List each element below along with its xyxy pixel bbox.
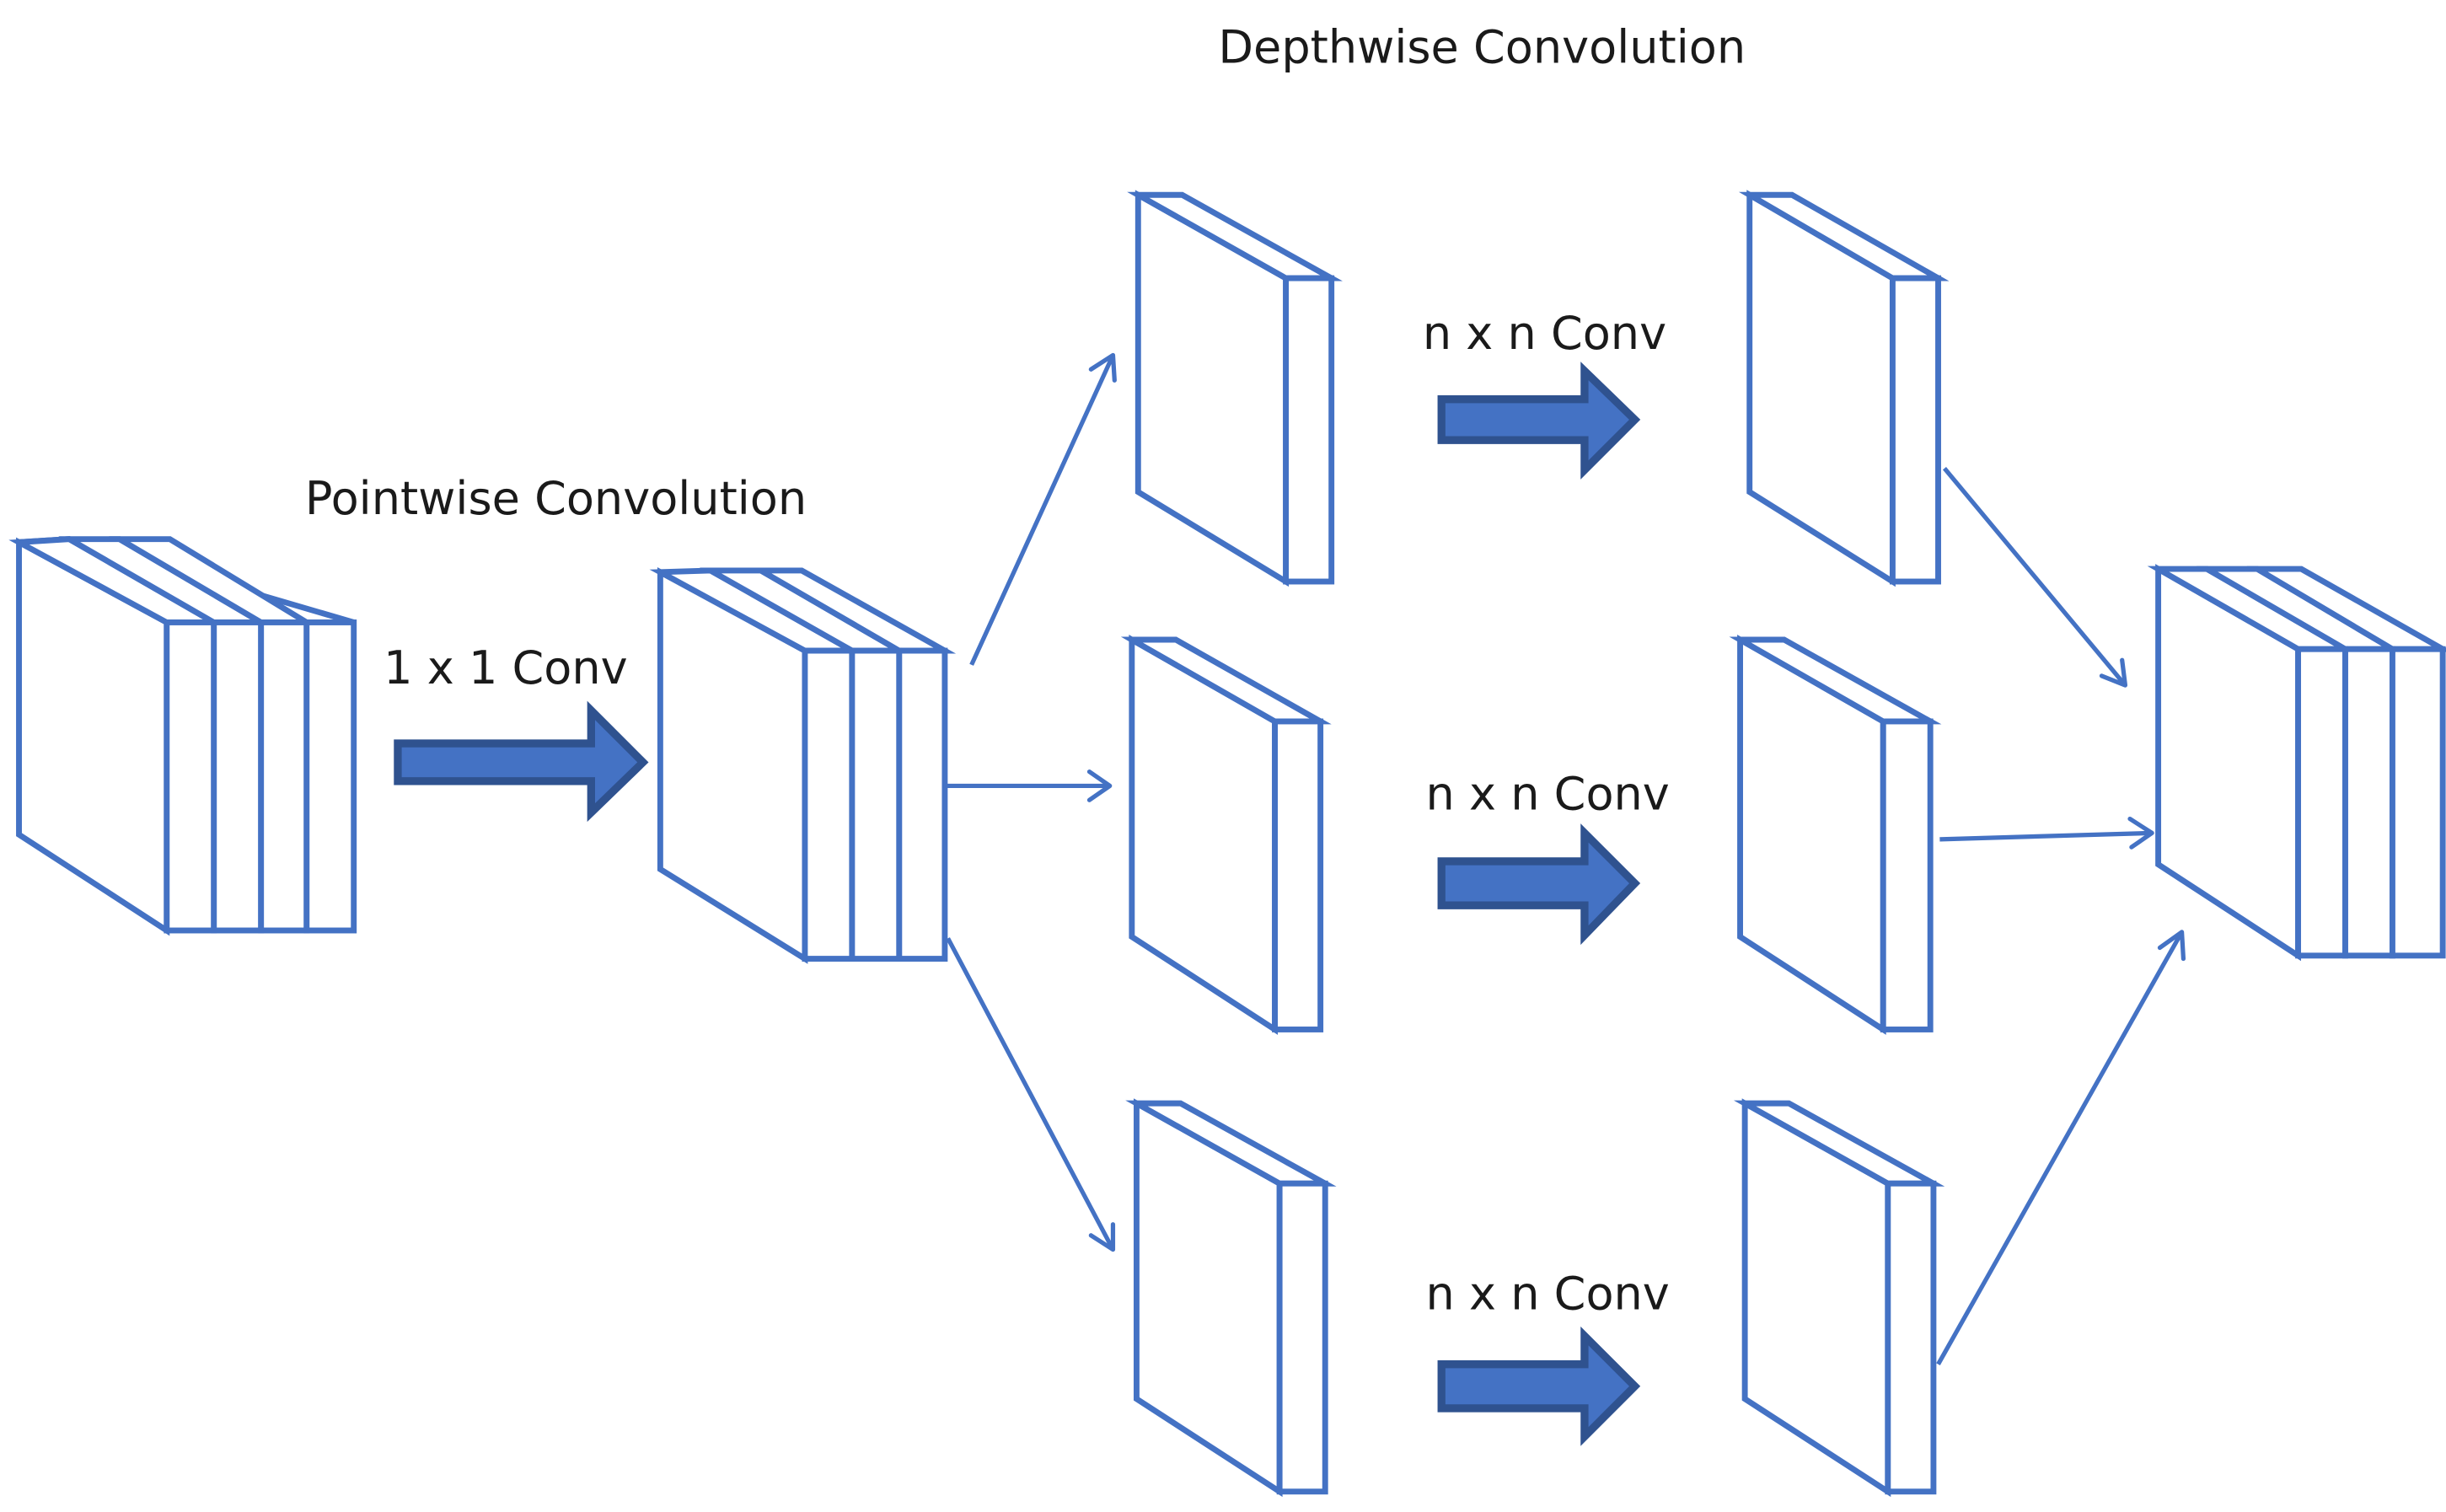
connector-arrow-from-bottom-slice xyxy=(1936,930,2186,1365)
depthwise-conv-arrow-middle xyxy=(1437,823,1641,946)
connector-arrow-to-middle-slice xyxy=(946,769,1113,802)
depthwise-output-slice-middle xyxy=(1729,635,1942,1035)
pointwise-output-tensor xyxy=(649,567,957,964)
connector-arrow-from-top-slice xyxy=(1942,467,2128,688)
output-tensor xyxy=(2147,564,2446,962)
depthwise-input-slice-bottom xyxy=(1125,1098,1337,1498)
pointwise-convolution-title: Pointwise Convolution xyxy=(305,472,807,525)
connector-arrow-to-bottom-slice xyxy=(946,937,1116,1252)
depthwise-input-slice-top xyxy=(1127,190,1343,587)
connector-arrow-from-middle-slice xyxy=(1939,816,2154,850)
depthwise-conv-arrow-top xyxy=(1437,362,1641,480)
input-tensor xyxy=(8,536,357,936)
depthwise-conv-label-top: n x n Conv xyxy=(1423,307,1666,360)
pointwise-conv-arrow xyxy=(394,700,649,823)
connector-arrow-to-top-slice xyxy=(969,352,1117,666)
depthwise-output-slice-top xyxy=(1738,190,1950,587)
depthwise-input-slice-middle xyxy=(1120,635,1332,1035)
depthwise-convolution-title: Depthwise Convolution xyxy=(1218,21,1746,74)
depthwise-conv-label-middle: n x n Conv xyxy=(1426,767,1670,820)
depthwise-conv-arrow-bottom xyxy=(1437,1326,1641,1446)
pointwise-conv-label: 1 x 1 Conv xyxy=(384,641,628,694)
depthwise-output-slice-bottom xyxy=(1733,1098,1945,1498)
depthwise-conv-label-bottom: n x n Conv xyxy=(1426,1267,1670,1320)
